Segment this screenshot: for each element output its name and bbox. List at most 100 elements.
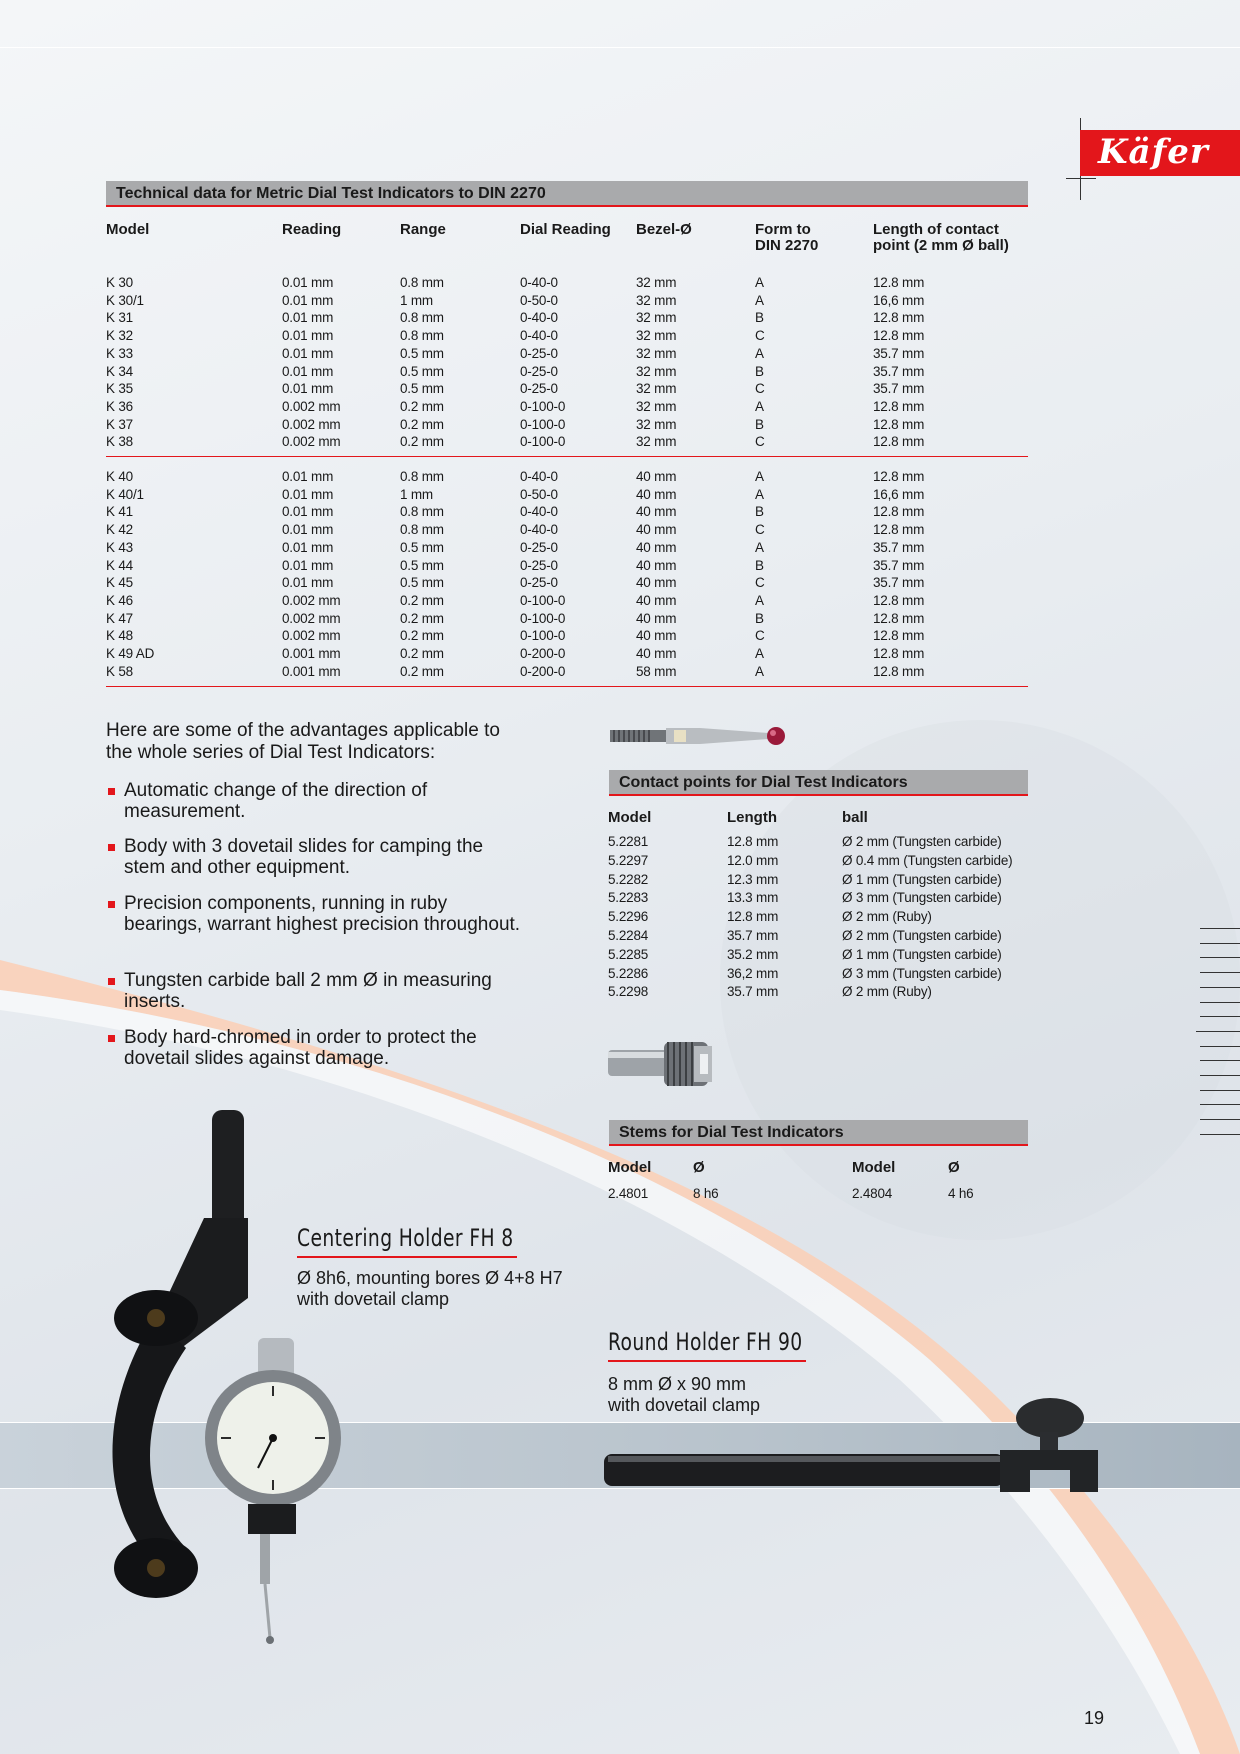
tech-table-cell: 12.8 mm bbox=[873, 663, 925, 679]
tech-table-cell: K 43 bbox=[106, 539, 133, 555]
side-tick bbox=[1200, 928, 1240, 929]
tech-table-cell: 32 mm bbox=[636, 363, 677, 379]
cp-col-ball: ball bbox=[842, 809, 868, 826]
tech-table-cell: 0.002 mm bbox=[282, 610, 341, 626]
tech-table-cell: K 44 bbox=[106, 557, 133, 573]
tech-table-cell: A bbox=[755, 663, 764, 679]
tech-table-cell: 0.8 mm bbox=[400, 522, 444, 538]
round-holder-desc-2: with dovetail clamp bbox=[608, 1395, 761, 1415]
side-tick bbox=[1200, 1104, 1240, 1106]
tech-table-cell: 40 mm bbox=[636, 646, 677, 661]
contact-points-cell: 5.2283 bbox=[608, 890, 649, 906]
tech-table-cell: K 38 bbox=[106, 434, 133, 450]
tech-table-cell: 0-25-0 bbox=[520, 557, 558, 573]
side-tick bbox=[1200, 1001, 1240, 1003]
tech-table-cell: 12.8 mm bbox=[873, 646, 925, 661]
tech-table-cell: K 32 bbox=[106, 328, 133, 344]
tech-table-cell: B bbox=[755, 310, 764, 326]
contact-points-cell: 5.2296 bbox=[608, 909, 649, 925]
stems-col-dia-2: Ø bbox=[948, 1159, 960, 1176]
tech-table-cell: K 41 bbox=[106, 504, 133, 520]
tech-table-cell: 0.2 mm bbox=[400, 592, 444, 608]
tech-table-cell: 32 mm bbox=[636, 328, 677, 344]
advantage-text: Tungsten carbide ball 2 mm Ø in measurin… bbox=[124, 970, 492, 1012]
tech-table-cell: 0.5 mm bbox=[400, 381, 444, 397]
tech-table-cell: 0.002 mm bbox=[282, 434, 341, 450]
tech-table-cell: 0.01 mm bbox=[282, 345, 334, 361]
tech-table-cell: 0-100-0 bbox=[520, 416, 566, 432]
tech-table-cell: 0-40-0 bbox=[520, 328, 558, 344]
tech-table-cell: 0.2 mm bbox=[400, 434, 444, 450]
stems-heading: Stems for Dial Test Indicators bbox=[609, 1120, 1028, 1146]
tech-table-cell: K 36 bbox=[106, 398, 133, 414]
tech-table-cell: 0.01 mm bbox=[282, 292, 334, 308]
tech-table-cell: 0.002 mm bbox=[282, 592, 341, 608]
contact-points-cell: 35.2 mm bbox=[727, 946, 779, 962]
tech-col-length: Length of contact point (2 mm Ø ball) bbox=[873, 221, 1009, 254]
tech-table-cell: 0.01 mm bbox=[282, 486, 334, 502]
centering-holder-desc-2: with dovetail clamp bbox=[297, 1289, 450, 1309]
contact-points-cell: Ø 3 mm (Tungsten carbide) bbox=[842, 965, 1002, 981]
tech-table-cell: 0.2 mm bbox=[400, 398, 444, 414]
tech-col-range: Range bbox=[400, 221, 446, 238]
logo-text: Käfer bbox=[1098, 132, 1209, 172]
cp-col-model: Model bbox=[608, 809, 652, 826]
contact-points-cell: 12.3 mm bbox=[727, 871, 779, 887]
contact-points-cell: 5.2282 bbox=[608, 871, 649, 887]
tech-table-cell: 16,6 mm bbox=[873, 486, 925, 502]
side-tick bbox=[1200, 986, 1240, 988]
stems-col-model-1: Model bbox=[608, 1159, 652, 1176]
tech-table-cell: 35.7 mm bbox=[873, 381, 925, 397]
tech-table-cell: 40 mm bbox=[636, 539, 677, 555]
tech-table-cell: 0.002 mm bbox=[282, 628, 341, 644]
tech-table-cell: 0.5 mm bbox=[400, 539, 444, 555]
tech-table-cell: B bbox=[755, 557, 764, 573]
tech-table-cell: K 40/1 bbox=[106, 486, 144, 502]
contact-points-cell: 5.2286 bbox=[608, 965, 649, 981]
centering-holder-title-rule bbox=[297, 1256, 517, 1258]
stems-col-dia-1: Ø bbox=[693, 1159, 705, 1176]
stems-cell: 4 h6 bbox=[948, 1186, 974, 1201]
tech-table-cell: 0.8 mm bbox=[400, 469, 444, 484]
tech-table-cell: 0.01 mm bbox=[282, 522, 334, 538]
crop-mark bbox=[1066, 178, 1096, 179]
tech-table-cell: 0-50-0 bbox=[520, 292, 558, 308]
tech-table-cell: 12.8 mm bbox=[873, 522, 925, 538]
contact-points-cell: Ø 2 mm (Tungsten carbide) bbox=[842, 928, 1002, 943]
tech-table-cell: 0-100-0 bbox=[520, 434, 566, 450]
tech-table-cell: K 30 bbox=[106, 275, 133, 290]
side-tick bbox=[1200, 1075, 1240, 1076]
stems-cell: 2.4801 bbox=[608, 1186, 649, 1201]
centering-holder-title: Centering Holder FH 8 bbox=[297, 1224, 514, 1252]
tech-table-cell: A bbox=[755, 592, 764, 608]
band-bottom-line bbox=[0, 1488, 1240, 1489]
tech-table-cell: 0-200-0 bbox=[520, 646, 566, 661]
tech-table-cell: 0-40-0 bbox=[520, 469, 558, 484]
tech-table-cell: 32 mm bbox=[636, 381, 677, 397]
tech-table-cell: 35.7 mm bbox=[873, 363, 925, 379]
round-holder-desc-1: 8 mm Ø x 90 mm bbox=[608, 1374, 747, 1394]
tech-table-cell: 32 mm bbox=[636, 310, 677, 326]
tech-table-cell: 0.2 mm bbox=[400, 628, 444, 644]
tech-table-cell: 0.002 mm bbox=[282, 398, 341, 414]
tech-table-cell: 0.2 mm bbox=[400, 610, 444, 626]
tech-table-cell: 0.8 mm bbox=[400, 328, 444, 344]
tech-table-cell: 12.8 mm bbox=[873, 504, 925, 520]
tech-table-cell: 0.8 mm bbox=[400, 275, 444, 290]
tech-table-cell: 32 mm bbox=[636, 292, 677, 308]
tech-table-cell: 0.5 mm bbox=[400, 363, 444, 379]
band-top-line bbox=[0, 1422, 1240, 1423]
tech-table-bottom-rule bbox=[106, 686, 1028, 687]
tech-table-cell: 0.01 mm bbox=[282, 504, 334, 520]
contact-points-cell: 5.2298 bbox=[608, 984, 649, 1000]
tech-table-heading: Technical data for Metric Dial Test Indi… bbox=[106, 181, 1028, 207]
tech-table-cell: 40 mm bbox=[636, 522, 677, 538]
kaefer-logo: Käfer bbox=[1080, 130, 1240, 176]
tech-table-cell: 0.2 mm bbox=[400, 416, 444, 432]
tech-table-cell: 40 mm bbox=[636, 469, 677, 484]
contact-points-cell: 5.2285 bbox=[608, 946, 649, 962]
tech-table-cell: B bbox=[755, 610, 764, 626]
contact-points-cell: 5.2281 bbox=[608, 834, 649, 849]
contact-points-cell: 35.7 mm bbox=[727, 984, 779, 1000]
tech-table-cell: 0.01 mm bbox=[282, 381, 334, 397]
